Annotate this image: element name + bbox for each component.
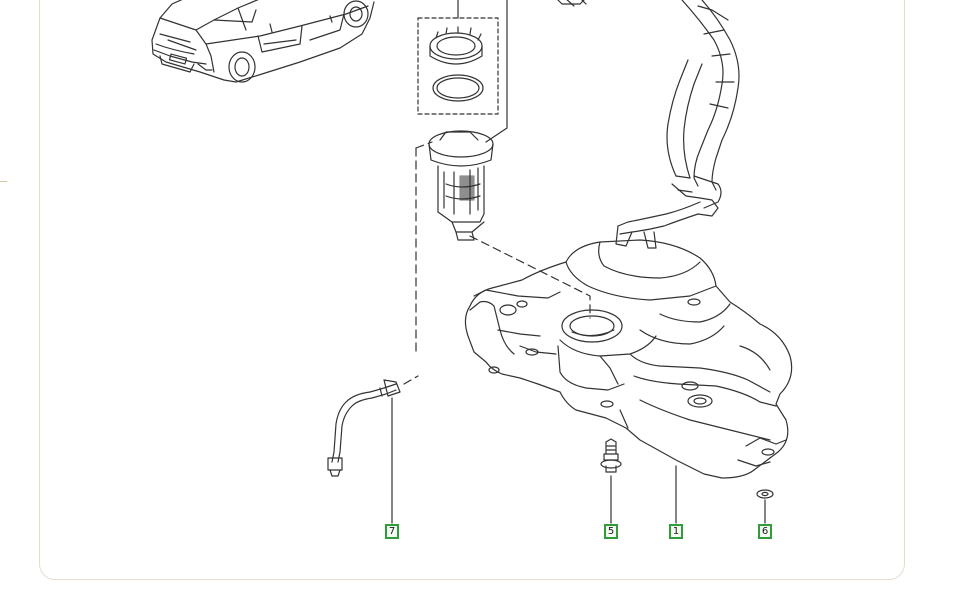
callout-5[interactable]: 5 [604, 524, 618, 539]
fuel-pump-module [428, 130, 494, 241]
fuel-tank [464, 239, 793, 479]
dashed-guides [403, 141, 591, 385]
bolt-part [600, 438, 622, 473]
fuel-pipe-part [327, 379, 401, 477]
callout-7[interactable]: 7 [385, 524, 399, 539]
diagram-panel [39, 0, 905, 580]
callout-leaders [391, 397, 766, 524]
callout-6[interactable]: 6 [758, 524, 772, 539]
edge-marker [0, 181, 7, 182]
washer-part [756, 489, 774, 499]
filler-neck [557, 0, 740, 249]
vehicle-illustration [151, 0, 375, 83]
top-leaders [417, 0, 508, 143]
locking-ring [429, 26, 483, 65]
callout-1[interactable]: 1 [669, 524, 683, 539]
seal-ring [432, 74, 484, 102]
